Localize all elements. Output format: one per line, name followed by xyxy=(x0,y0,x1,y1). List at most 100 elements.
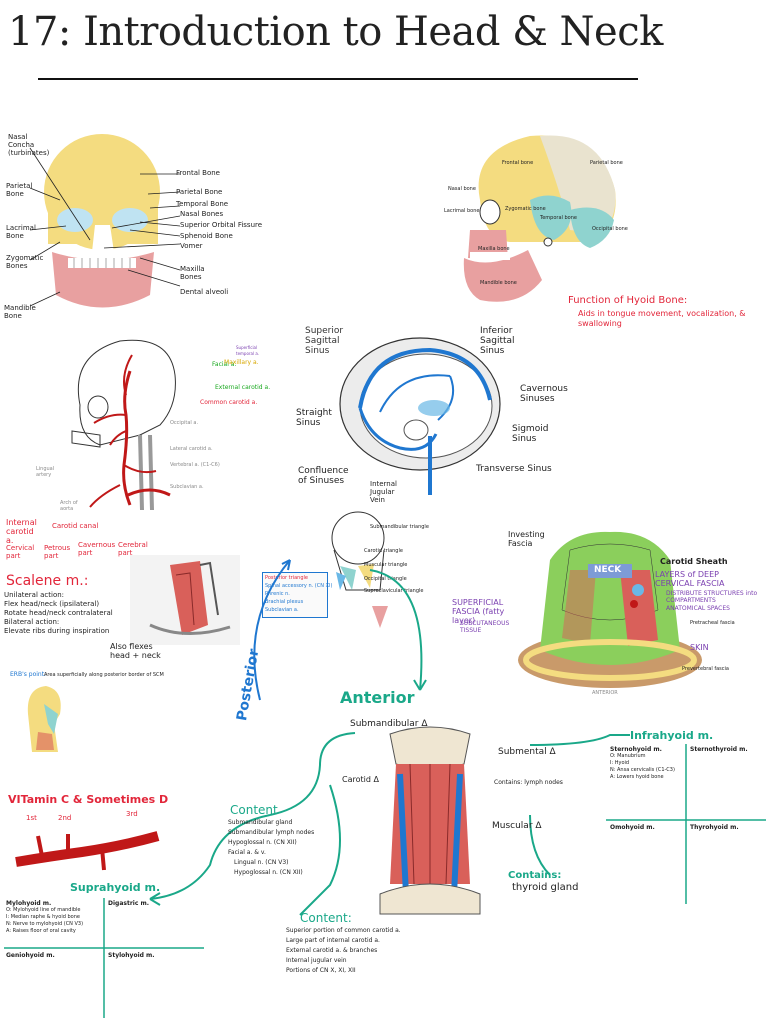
fascia-prevertebral: Prevertebral fascia xyxy=(682,666,729,672)
suprahyoid-row: N: Nerve to mylohyoid (CN V3) xyxy=(6,921,84,927)
muscular-thyroid: thyroid gland xyxy=(512,882,579,893)
suprahyoid-cell: Stylohyoid m. xyxy=(108,952,155,959)
subclavian-figure xyxy=(15,831,160,871)
submandibular-content-title: Content xyxy=(230,803,278,817)
suprahyoid-col: Digastric m. xyxy=(108,900,150,907)
skull-front-label: Nasal Bones xyxy=(180,210,224,218)
fascia-pretracheal: Pretracheal fascia xyxy=(690,620,735,626)
anterior-tree xyxy=(149,732,630,916)
skull-front-label: Zygomatic Bones xyxy=(6,254,44,270)
submandibular-content: Hypoglossal n. (CN XII) xyxy=(228,839,297,846)
scalene-heading: Scalene m.: xyxy=(6,573,89,589)
sinus-label: Cavernous Sinuses xyxy=(520,384,568,404)
hyoid-function-heading: Function of Hyoid Bone: xyxy=(568,295,688,306)
skull-side-figure xyxy=(463,135,616,302)
suprahyoid-row: A: Raises floor of oral cavity xyxy=(6,928,76,934)
artery-label: Superficial temporal a. xyxy=(236,345,260,356)
scalene-line: Flex head/neck (ipsilateral) xyxy=(4,600,100,608)
skull-front-label: Dental alveoli xyxy=(180,288,229,296)
skull-side-label: Mandible bone xyxy=(480,280,517,286)
scalene-line: Unilateral action: xyxy=(4,591,65,599)
erbs-text: Area superficially along posterior borde… xyxy=(44,672,164,678)
skull-side-label: Zygomatic bone xyxy=(505,206,546,212)
submental-title: Submental Δ xyxy=(498,747,556,757)
scalene-also: Also flexes head + neck xyxy=(110,642,161,660)
infrahyoid-col: Thyrohyoid m. xyxy=(690,824,739,831)
posterior-box-line: Subclavian a. xyxy=(265,607,299,613)
fascia-superficial: SUPERFICIAL FASCIA (fatty layer) xyxy=(452,598,505,625)
infrahyoid-row: N: Ansa cervicalis (C1-C3) xyxy=(610,767,675,773)
posterior-triangle-box: Posterior triangle Spinal accessory n. (… xyxy=(262,572,332,618)
arteries-figure xyxy=(71,339,176,511)
carotid-content-title: Content: xyxy=(300,911,352,925)
fascia-carotid-sheath: Carotid Sheath xyxy=(660,557,728,566)
title-underline xyxy=(38,78,638,80)
vitamin-ordinal: 3rd xyxy=(126,810,138,818)
infrahyoid-grid xyxy=(606,744,766,904)
sinus-label: Superior Sagittal Sinus xyxy=(305,326,344,356)
suprahyoid-row: O: Mylohyoid line of mandible xyxy=(6,907,81,913)
skull-front-label: Parietal Bone xyxy=(6,182,33,198)
suprahyoid-col: Mylohyoid m. xyxy=(6,900,52,907)
erbs-heading: ERB's point: xyxy=(10,671,47,678)
submental-text: Contains: lymph nodes xyxy=(494,779,563,786)
infrahyoid-row: I: Hyoid xyxy=(610,760,630,766)
submandibular-content: Lingual n. (CN V3) xyxy=(234,859,289,866)
infrahyoid-cell: Thyrohyoid m. xyxy=(690,824,739,831)
fascia-investing: Investing Fascia xyxy=(508,530,545,548)
skull-front-label: Maxilla Bones xyxy=(180,265,205,281)
scalene-line: Bilateral action: xyxy=(4,618,60,626)
artery-label: External carotid a. xyxy=(215,384,271,391)
sinus-label: Straight Sinus xyxy=(296,408,332,428)
scalene-line: Rotate head/neck contralateral xyxy=(4,609,113,617)
artery-label: Subclavian a. xyxy=(170,484,204,490)
skull-side-label: Parietal bone xyxy=(590,160,623,166)
infrahyoid-cell: Sternothyroid m. xyxy=(690,746,748,753)
skull-side-label: Nasal bone xyxy=(448,186,476,192)
suprahyoid-grid xyxy=(4,898,204,1018)
carotid-content: Superior portion of common carotid a. xyxy=(286,927,401,934)
suprahyoid-row: I: Median raphe & hyoid bone xyxy=(6,914,80,920)
page-title: 17: Introduction to Head & Neck xyxy=(8,9,663,55)
hyoid-function-text: Aids in tongue movement, vocalization, &… xyxy=(578,309,746,328)
fascia-neck: NECK xyxy=(594,565,622,575)
suprahyoid-cell: Mylohyoid m. O: Mylohyoid line of mandib… xyxy=(6,900,83,935)
skull-front-label: Parietal Bone xyxy=(176,188,223,196)
skull-front-figure xyxy=(29,134,181,308)
artery-label: Occipital a. xyxy=(170,420,199,426)
sinus-label: Internal Jugular Vein xyxy=(370,480,397,504)
muscular-title: Muscular Δ xyxy=(492,821,542,831)
fascia-layers: LAYERS of DEEP CERVICAL FASCIA xyxy=(655,570,725,588)
carotid-content: Portions of CN X, XI, XII xyxy=(286,967,356,974)
sinus-label: Transverse Sinus xyxy=(476,464,552,474)
carotid-content: Internal jugular vein xyxy=(286,957,347,964)
internal-carotid-heading: Internal carotid a. xyxy=(6,518,37,545)
carotid-canal: Carotid canal xyxy=(52,522,99,530)
infrahyoid-col: Omohyoid m. xyxy=(610,824,655,831)
scalene-figure xyxy=(130,555,240,645)
skull-front-label: Vomer xyxy=(180,242,203,250)
skull-side-label: Temporal bone xyxy=(540,215,577,221)
fascia-bullet: ANATOMICAL SPACES xyxy=(666,605,730,612)
anterior-label: Anterior xyxy=(340,688,415,707)
carotid-cervical: Cervical part xyxy=(6,544,35,560)
triangle-arrows xyxy=(253,559,427,701)
scalene-line: Elevate ribs during inspiration xyxy=(4,627,110,635)
infrahyoid-cell: Sternohyoid m. O: Manubrium I: Hyoid N: … xyxy=(610,746,675,781)
carotid-content: External carotid a. & branches xyxy=(286,947,378,954)
skull-front-label: Superior Orbital Fissure xyxy=(180,221,263,229)
triangle-label: Occipital triangle xyxy=(364,576,407,582)
skull-front-label: Sphenoid Bone xyxy=(180,232,233,240)
skull-front-label: Frontal Bone xyxy=(176,169,220,177)
erbs-figure xyxy=(27,686,61,752)
skull-front-label: Temporal Bone xyxy=(176,200,229,208)
posterior-box-line: Brachial plexus xyxy=(265,599,304,605)
anterior-neck-figure xyxy=(379,726,481,915)
triangle-label: Submandibular triangle xyxy=(370,524,429,530)
suprahyoid-col: Geniohyoid m. xyxy=(6,952,55,959)
artery-label: Lingual artery xyxy=(36,466,55,478)
artery-label: Maxillary a. xyxy=(224,359,259,366)
vitamin-ordinal: 2nd xyxy=(58,814,72,822)
infrahyoid-title: Infrahyoid m. xyxy=(630,729,714,742)
suprahyoid-col: Stylohyoid m. xyxy=(108,952,155,959)
